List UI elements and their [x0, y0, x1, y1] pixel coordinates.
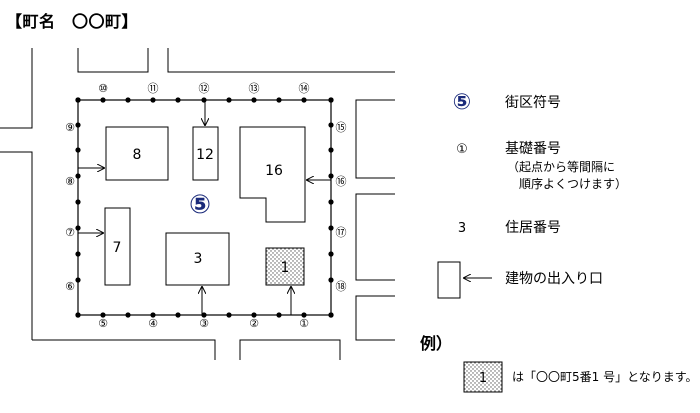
base-number-label: ① [299, 317, 309, 330]
base-number-labels: ① ② ③ ④ ⑤ ⑥ ⑦ ⑧ ⑨ ⑩ ⑪ ⑫ ⑬ ⑭ ⑮ ⑯ ⑰ ⑱ [65, 82, 346, 330]
building-number: 8 [133, 147, 142, 163]
street-edge [355, 99, 395, 179]
boundary-dot [125, 312, 131, 318]
legend-base-symbol: ① [456, 142, 468, 157]
street-edge [167, 48, 395, 73]
page-title: 【町名 〇〇町】 [6, 12, 139, 31]
boundary-dot [75, 122, 81, 128]
boundary-dot [328, 312, 334, 318]
boundary-dot [175, 97, 181, 103]
boundary-dot [150, 312, 156, 318]
legend-block-label: 街区符号 [505, 95, 561, 111]
building-number: 12 [196, 147, 214, 163]
boundary-dot [75, 199, 81, 205]
building-number: 7 [113, 240, 122, 256]
boundary-dot [75, 97, 81, 103]
boundary-dot [328, 97, 334, 103]
base-number-label: ⑪ [148, 82, 159, 95]
example-text: は「〇〇町5番1 号」となります。 [512, 370, 698, 384]
street-edge [32, 339, 216, 360]
legend-base-label: 基礎番号 [505, 140, 561, 157]
legend: ⑤ 街区符号 ① 基礎番号 （起点から等間隔に 順序よくつけます） 3 住居番号… [420, 90, 698, 393]
block-number: ⑤ [189, 190, 211, 220]
example-sample-building [463, 361, 503, 393]
base-number-label: ③ [199, 317, 209, 330]
boundary-dot [201, 97, 207, 103]
buildings [104, 126, 306, 286]
boundary-dot [175, 312, 181, 318]
base-number-label: ⑱ [336, 280, 347, 293]
boundary-dot [328, 251, 334, 257]
example-sample-label: 1 [479, 371, 487, 386]
boundary-dot [125, 97, 131, 103]
boundary-dot [75, 147, 81, 153]
street-edge [355, 193, 395, 281]
street-edge [0, 48, 33, 129]
boundary-dot [150, 97, 156, 103]
building-12 [192, 126, 219, 181]
boundary-dot [328, 147, 334, 153]
building-number: 16 [265, 163, 283, 179]
street-edge [239, 339, 341, 360]
boundary-dot [201, 312, 207, 318]
boundary-dot [251, 312, 257, 318]
boundary-dot [226, 312, 232, 318]
base-number-label: ② [249, 317, 259, 330]
base-number-label: ⑧ [65, 175, 75, 188]
legend-residence-symbol: 3 [458, 221, 466, 236]
street-edge [355, 295, 395, 341]
base-number-label: ⑯ [336, 175, 347, 188]
boundary-dot [328, 173, 334, 179]
legend-residence-label: 住居番号 [505, 220, 561, 236]
building-number: 1 [281, 260, 290, 276]
boundary-dots [75, 97, 334, 318]
boundary-dot [75, 225, 81, 231]
base-number-label: ⑭ [299, 82, 310, 95]
building-number: 3 [194, 251, 203, 267]
boundary-dot [328, 277, 334, 283]
example-heading: 例） [420, 334, 452, 353]
boundary-dot [276, 97, 282, 103]
boundary-dot [75, 251, 81, 257]
base-number-label: ⑩ [98, 82, 108, 95]
street-lines [0, 48, 395, 360]
boundary-dot [100, 97, 106, 103]
boundary-dot [226, 97, 232, 103]
legend-block-symbol: ⑤ [453, 90, 472, 115]
boundary-dot [75, 312, 81, 318]
boundary-dot [276, 312, 282, 318]
street-edge [0, 151, 33, 340]
boundary-dot [328, 199, 334, 205]
building-8 [105, 126, 169, 181]
legend-base-note: （起点から等間隔に [507, 160, 615, 174]
base-number-label: ⑤ [98, 317, 108, 330]
boundary-dot [75, 173, 81, 179]
base-number-label: ⑬ [249, 82, 260, 95]
building-7 [104, 207, 131, 286]
base-number-label: ⑫ [199, 82, 210, 95]
base-number-label: ⑨ [65, 121, 75, 134]
base-number-label: ⑮ [336, 121, 347, 134]
boundary-dot [251, 97, 257, 103]
building-3 [165, 232, 230, 286]
legend-base-note: 順序よくつけます） [519, 176, 627, 191]
base-number-label: ⑦ [65, 226, 75, 239]
boundary-dot [301, 97, 307, 103]
legend-entrance-label: 建物の出入り口 [505, 271, 603, 287]
base-number-label: ⑥ [65, 280, 75, 293]
street-edge [77, 48, 149, 73]
boundary-dot [75, 277, 81, 283]
building-16 [239, 126, 306, 223]
base-number-label: ④ [148, 317, 158, 330]
building-1 [265, 247, 305, 286]
boundary-dot [328, 122, 334, 128]
boundary-dot [301, 312, 307, 318]
boundary-dot [100, 312, 106, 318]
legend-building-box [437, 261, 461, 299]
base-number-label: ⑰ [336, 226, 347, 239]
boundary-dot [328, 225, 334, 231]
